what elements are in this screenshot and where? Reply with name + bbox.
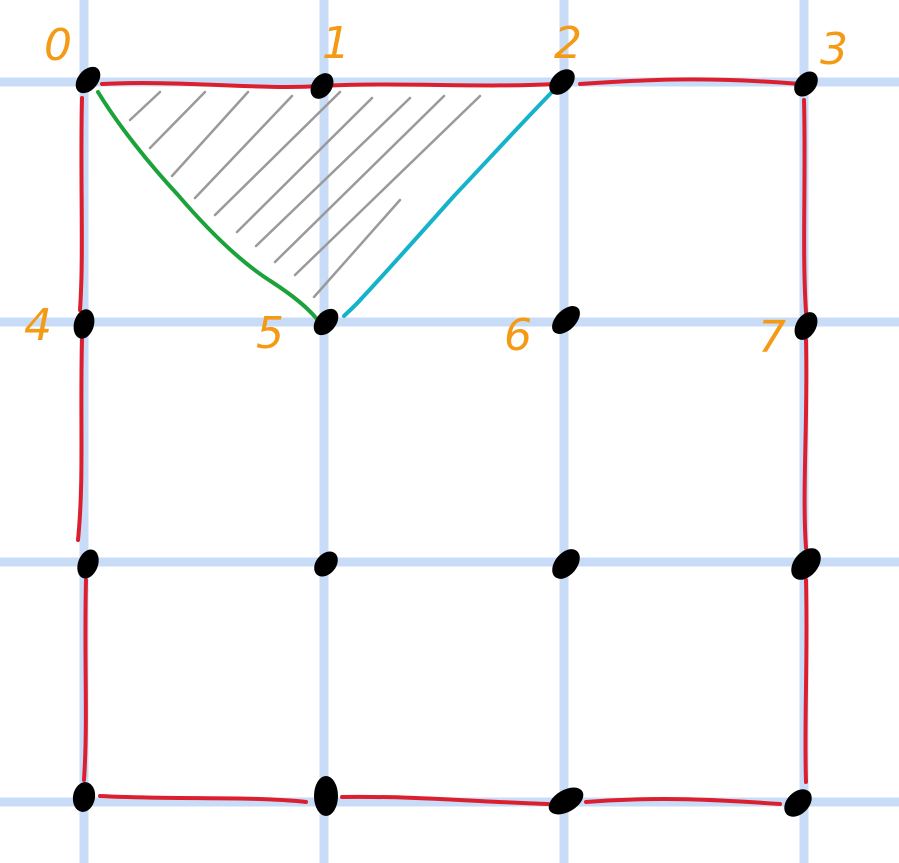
vertex-3 <box>794 71 818 97</box>
hatch-stroke <box>273 94 446 264</box>
vertex-label-5: 5 <box>256 308 284 359</box>
vertex-11 <box>791 548 821 580</box>
boundary-edge-left <box>76 96 88 782</box>
vertex-0 <box>75 66 101 94</box>
grid-vertices <box>72 66 821 817</box>
hatch-stroke <box>170 90 250 178</box>
vertex-label-2: 2 <box>554 18 582 69</box>
hatch-stroke <box>293 94 482 277</box>
vertex-label-7: 7 <box>758 312 786 363</box>
hatch-stroke <box>128 90 162 122</box>
hatch-stroke <box>254 96 412 248</box>
boundary-edge-bottom <box>98 794 782 806</box>
vertex-6 <box>552 306 580 334</box>
vertex-label-3: 3 <box>820 24 848 75</box>
vertex-8 <box>77 549 99 579</box>
vertex-7 <box>794 312 818 340</box>
hatch-stroke <box>235 96 374 234</box>
vertex-14 <box>548 787 584 815</box>
vertex-15 <box>784 789 812 817</box>
triangle-hatching <box>128 90 482 299</box>
vertex-label-0: 0 <box>44 20 72 71</box>
boundary-edge-right <box>802 98 809 784</box>
vertex-labels: 0 1 2 3 4 5 6 7 <box>24 18 848 363</box>
outer-boundary <box>76 77 809 806</box>
vertex-10 <box>552 549 580 579</box>
vertex-1 <box>310 73 334 99</box>
vertex-12 <box>72 782 96 812</box>
hatch-stroke <box>193 94 294 200</box>
hatch-stroke <box>148 90 207 150</box>
hatch-stroke <box>213 90 342 217</box>
vertex-4 <box>73 309 95 339</box>
vertex-label-1: 1 <box>322 18 350 69</box>
vertex-label-6: 6 <box>504 310 532 361</box>
vertex-5 <box>313 308 339 336</box>
vertex-9 <box>314 551 338 577</box>
vertex-label-4: 4 <box>24 300 52 351</box>
triangle-edge-0-5 <box>96 90 318 320</box>
vertex-2 <box>549 69 575 95</box>
vertex-13 <box>314 776 338 816</box>
triangle-edge-2-5 <box>342 90 554 318</box>
hatch-stroke <box>312 198 402 299</box>
